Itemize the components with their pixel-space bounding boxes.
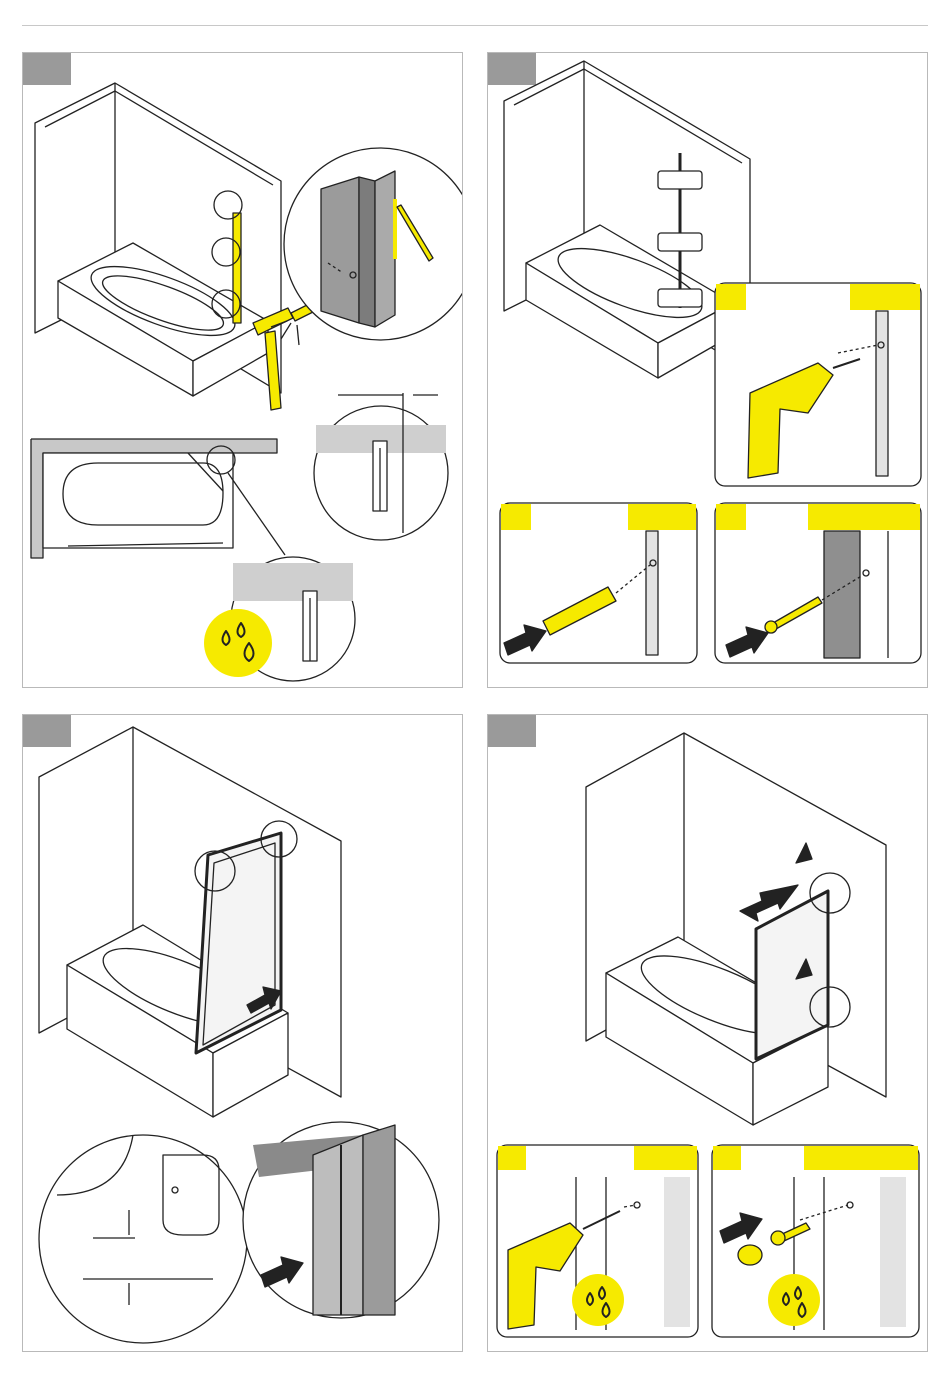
step-1-panel [22, 52, 463, 688]
cap-icon [738, 1245, 762, 1265]
step-2-panel [487, 52, 928, 688]
plan-view [31, 439, 277, 558]
header-rule [22, 25, 928, 26]
step-2-illustration [488, 53, 928, 688]
inset-drill [715, 283, 921, 486]
inset-screw [712, 1145, 919, 1337]
step-3-panel [22, 714, 463, 1352]
water-drops-icon [572, 1274, 624, 1326]
water-drops-icon [768, 1274, 820, 1326]
inset-drill [497, 1145, 698, 1337]
inset-screw [715, 503, 921, 663]
magnifier-circle-icon [39, 1135, 247, 1343]
step-3-illustration [23, 715, 463, 1352]
magnifier-circle-icon [284, 148, 463, 340]
step-4-illustration [488, 715, 928, 1352]
magnifier-circle-icon [243, 1122, 439, 1318]
step-1-illustration [23, 53, 463, 688]
inset-wall-plug [500, 503, 697, 663]
step-4-panel [487, 714, 928, 1352]
water-drops-icon [204, 609, 272, 677]
magnifier-circle-icon [314, 393, 448, 540]
